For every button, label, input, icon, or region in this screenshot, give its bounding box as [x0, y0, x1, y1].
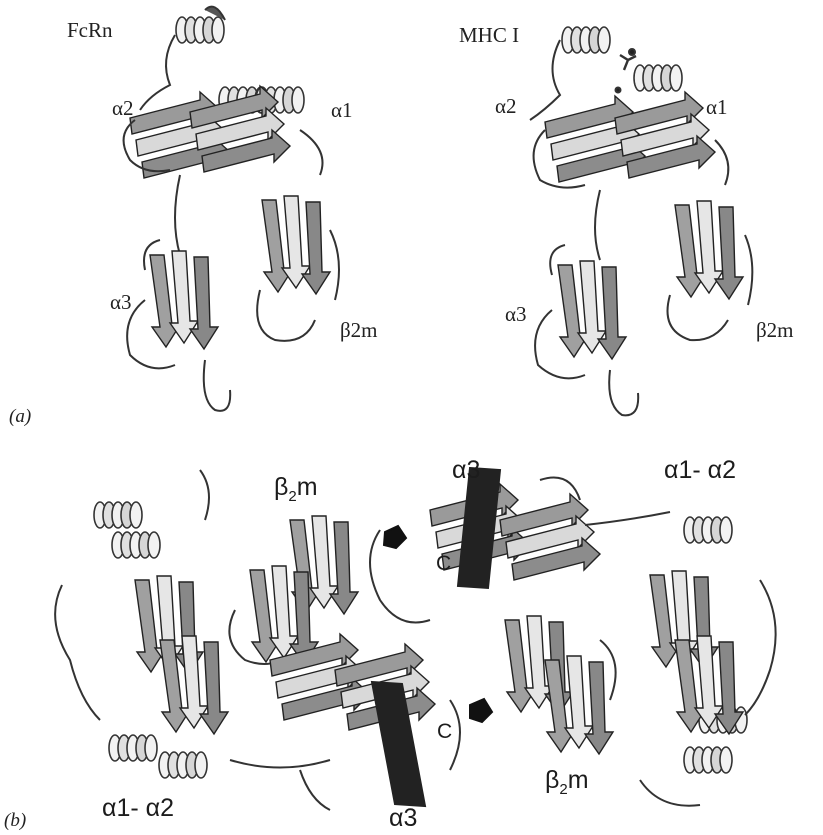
- fcrn-title: FcRn: [67, 20, 113, 41]
- mhc-title: MHC I: [459, 25, 519, 46]
- dimer-structure: [55, 468, 776, 810]
- alpha3-top-label: α3: [452, 458, 480, 483]
- c-terminus-bottom-label: C: [437, 721, 452, 742]
- beta2m-bottom-label: β2m: [545, 768, 589, 793]
- fcrn-alpha3-label: α3: [110, 292, 132, 313]
- c-terminus-top-label: C: [436, 553, 451, 574]
- fcrn-alpha1-label: α1: [331, 100, 353, 121]
- mhc-alpha3-label: α3: [505, 304, 527, 325]
- mhc-b2m-label: β2m: [756, 320, 794, 341]
- fcrn-structure: [124, 7, 339, 411]
- mhc-i-structure: [530, 27, 752, 415]
- alpha1-alpha2-bottom-left-label: α1- α2: [102, 796, 174, 821]
- fcrn-alpha2-label: α2: [112, 98, 134, 119]
- alpha1-alpha2-top-right-label: α1- α2: [664, 458, 736, 483]
- beta2m-top-label: β2m: [274, 475, 318, 500]
- alpha3-bottom-label: α3: [389, 806, 417, 831]
- mhc-alpha1-label: α1: [706, 97, 728, 118]
- panel-a-label: (a): [9, 406, 31, 428]
- fcrn-b2m-label: β2m: [340, 320, 378, 341]
- panel-b-label: (b): [4, 810, 26, 832]
- mhc-alpha2-label: α2: [495, 96, 517, 117]
